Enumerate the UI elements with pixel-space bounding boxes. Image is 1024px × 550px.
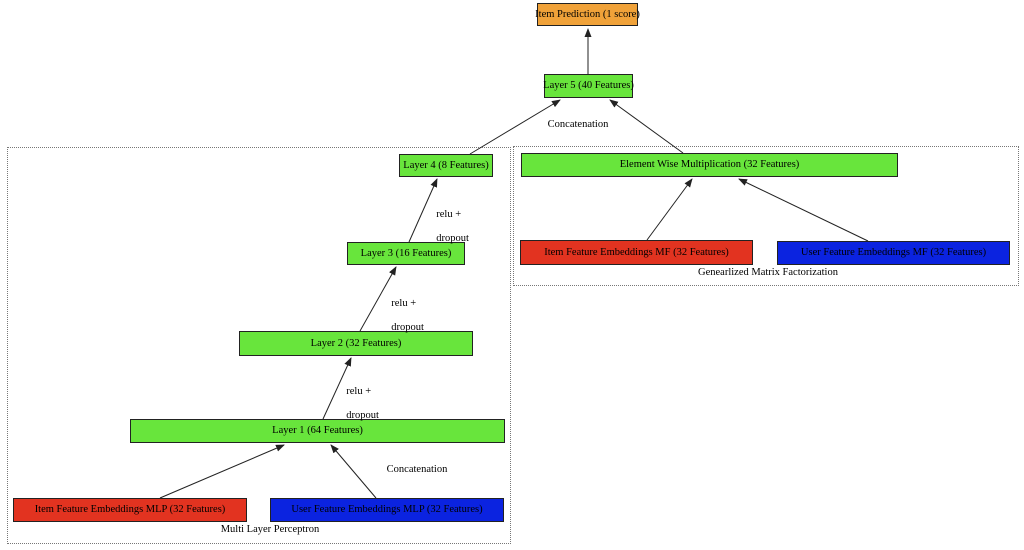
gmf-group-box: [513, 146, 1019, 286]
dropout-line: dropout: [436, 233, 469, 245]
node-layer1: Layer 1 (64 Features): [130, 419, 505, 443]
mlp-group-box: [7, 147, 511, 544]
arrow-elementwise-to-layer5: [609, 99, 684, 154]
arrow-layer1-to-layer2: [322, 357, 352, 420]
arrow-layer4-to-layer5: [469, 99, 561, 155]
relu-line: relu +: [436, 209, 462, 221]
arrow-itemmf-to-elementwise: [646, 178, 693, 241]
node-user-feature-embeddings-mf: User Feature Embeddings MF (32 Features): [777, 241, 1010, 265]
node-layer2: Layer 2 (32 Features): [239, 331, 473, 356]
node-item-feature-embeddings-mf: Item Feature Embeddings MF (32 Features): [520, 240, 753, 265]
mlp-group-label: Multi Layer Perceptron: [220, 524, 320, 535]
edge-label-concatenation-top: Concatenation: [547, 119, 609, 130]
edge-label-relu-dropout-2: relu + dropout: [386, 286, 424, 334]
edge-label-concatenation-bottom: Concatenation: [386, 464, 448, 475]
arrow-itemmlp-to-layer1: [159, 444, 285, 499]
node-layer5: Layer 5 (40 Features): [543, 74, 634, 98]
relu-line: relu +: [346, 386, 372, 398]
arrow-usermf-to-elementwise: [738, 178, 869, 242]
node-element-wise-multiplication: Element Wise Multiplication (32 Features…: [521, 153, 898, 177]
arrow-layer2-to-layer3: [359, 266, 397, 332]
gmf-group-label: Genearlized Matrix Factorization: [698, 267, 838, 278]
node-item-feature-embeddings-mlp: Item Feature Embeddings MLP (32 Features…: [13, 498, 247, 522]
node-layer3: Layer 3 (16 Features): [347, 242, 465, 265]
arrow-usermlp-to-layer1: [330, 444, 377, 499]
relu-line: relu +: [391, 298, 417, 310]
node-user-feature-embeddings-mlp: User Feature Embeddings MLP (32 Features…: [270, 498, 504, 522]
dropout-line: dropout: [346, 410, 379, 422]
node-layer4: Layer 4 (8 Features): [399, 154, 493, 177]
edge-label-relu-dropout-1: relu + dropout: [431, 197, 469, 245]
arrow-layer3-to-layer4: [408, 178, 438, 243]
dropout-line: dropout: [391, 322, 424, 334]
node-item-prediction: Item Prediction (1 score): [535, 3, 640, 26]
edge-label-relu-dropout-3: relu + dropout: [341, 374, 379, 422]
